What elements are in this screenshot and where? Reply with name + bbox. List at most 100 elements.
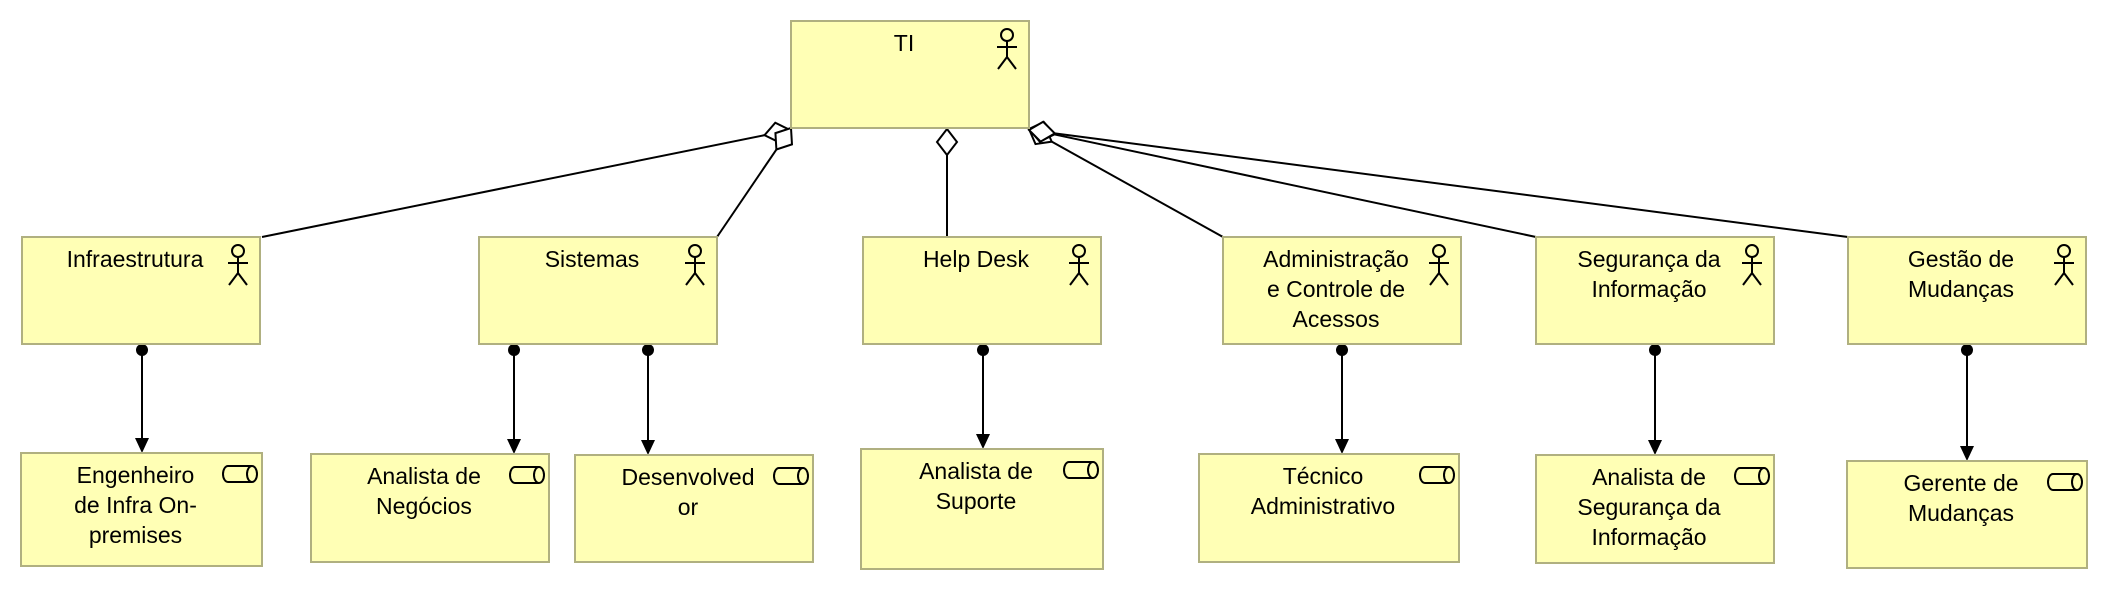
- actor-help-desk[interactable]: Help Desk: [862, 236, 1102, 345]
- role-label-line: Analista de: [367, 463, 481, 489]
- actor-icon: [997, 28, 1017, 70]
- aggregation-relation-help-desk[interactable]: [935, 127, 959, 237]
- role-icon: [222, 465, 258, 483]
- actor-icon: [1429, 244, 1449, 286]
- assignment-arrowhead: [641, 440, 655, 455]
- aggregation-diamond: [774, 126, 794, 151]
- assignment-relation-desenvolvedor[interactable]: [641, 344, 655, 455]
- actor-label-line: Administração: [1263, 246, 1409, 272]
- aggregation-line: [261, 134, 765, 238]
- assignment-arrowhead: [1335, 439, 1349, 454]
- role-analista-negocios[interactable]: Analista de Negócios: [310, 453, 550, 563]
- actor-gestao[interactable]: Gestão de Mudanças: [1847, 236, 2087, 345]
- role-icon: [2047, 473, 2083, 491]
- actor-box: [478, 236, 718, 345]
- assignment-relation-gerente[interactable]: [1960, 344, 1974, 461]
- role-box: [574, 454, 814, 563]
- aggregation-relation-infraestrutura[interactable]: [261, 121, 792, 238]
- aggregation-diamond: [935, 127, 959, 157]
- actor-label: Segurança da Informação: [1577, 246, 1720, 302]
- actor-label-line: Help Desk: [923, 246, 1030, 272]
- aggregation-line: [1051, 140, 1224, 238]
- aggregation-relation-sistemas[interactable]: [716, 126, 794, 238]
- role-label-line: Informação: [1591, 524, 1706, 550]
- assignment-arrowhead: [976, 434, 990, 449]
- role-label-line: Técnico: [1283, 463, 1364, 489]
- actor-label: Sistemas: [545, 246, 640, 272]
- actor-seguranca[interactable]: Segurança da Informação: [1535, 236, 1775, 345]
- assignment-relation-tecnico[interactable]: [1335, 344, 1349, 454]
- aggregation-line: [1054, 133, 1537, 238]
- root-ti[interactable]: TI: [790, 20, 1030, 129]
- actor-sistemas[interactable]: Sistemas: [478, 236, 718, 345]
- actor-icon: [2054, 244, 2074, 286]
- role-label: Analista de Negócios: [367, 463, 481, 519]
- role-icon: [509, 466, 545, 484]
- actor-label: Administração e Controle de Acessos: [1263, 246, 1409, 332]
- role-label-line: Administrativo: [1251, 493, 1395, 519]
- role-label-line: Mudanças: [1908, 500, 2014, 526]
- role-icon: [1063, 461, 1099, 479]
- role-label: Desenvolved or: [622, 464, 755, 520]
- actor-box: [1535, 236, 1775, 345]
- actor-icon: [1069, 244, 1089, 286]
- aggregation-line: [1054, 132, 1849, 238]
- role-label-line: or: [678, 494, 699, 520]
- actor-label-line: Acessos: [1293, 306, 1380, 332]
- actor-icon: [228, 244, 248, 286]
- role-gerente[interactable]: Gerente de Mudanças: [1846, 460, 2088, 569]
- role-label-line: Gerente de: [1903, 470, 2018, 496]
- actor-label-line: Informação: [1591, 276, 1706, 302]
- role-label-line: Negócios: [376, 493, 472, 519]
- actor-box: [1222, 236, 1462, 345]
- role-label-line: Suporte: [936, 488, 1017, 514]
- root-box: [790, 20, 1030, 129]
- assignment-arrowhead: [1648, 440, 1662, 455]
- role-label-line: premises: [89, 522, 182, 548]
- actor-label-line: Gestão de: [1908, 246, 2014, 272]
- role-box: [860, 448, 1104, 570]
- role-label: Gerente de Mudanças: [1903, 470, 2018, 526]
- assignment-relation-analista-seguranca[interactable]: [1648, 344, 1662, 455]
- role-icon: [773, 467, 809, 485]
- actor-label: Gestão de Mudanças: [1908, 246, 2014, 302]
- assignment-arrowhead: [507, 439, 521, 454]
- assignment-arrowhead: [135, 438, 149, 453]
- actor-label: Help Desk: [923, 246, 1030, 272]
- assignment-relation-analista-negocios[interactable]: [507, 344, 521, 454]
- role-box: [1198, 453, 1460, 563]
- actor-label: Infraestrutura: [67, 246, 204, 272]
- actor-label-line: Mudanças: [1908, 276, 2014, 302]
- actor-box: [21, 236, 261, 345]
- actor-label-line: Segurança da: [1577, 246, 1720, 272]
- aggregation-line: [716, 148, 778, 238]
- actor-infraestrutura[interactable]: Infraestrutura: [21, 236, 261, 345]
- role-label: Analista de Suporte: [919, 458, 1033, 514]
- role-icon: [1419, 466, 1455, 484]
- role-label-line: Analista de: [919, 458, 1033, 484]
- actor-label-line: e Controle de: [1267, 276, 1405, 302]
- actor-label-line: Sistemas: [545, 246, 640, 272]
- assignment-relation-engenheiro[interactable]: [135, 344, 149, 453]
- aggregation-relation-gestao[interactable]: [1027, 120, 1849, 238]
- assignment-relation-analista-suporte[interactable]: [976, 344, 990, 449]
- role-label-line: Desenvolved: [622, 464, 755, 490]
- root-label: TI: [894, 30, 914, 56]
- actor-icon: [1742, 244, 1762, 286]
- role-desenvolvedor[interactable]: Desenvolved or: [574, 454, 814, 563]
- actor-box: [862, 236, 1102, 345]
- role-analista-suporte[interactable]: Analista de Suporte: [860, 448, 1104, 570]
- role-label-line: Segurança da: [1577, 494, 1720, 520]
- role-label-line: de Infra On-: [74, 492, 197, 518]
- actor-administracao[interactable]: Administração e Controle de Acessos: [1222, 236, 1462, 345]
- role-icon: [1734, 467, 1770, 485]
- actor-box: [1847, 236, 2087, 345]
